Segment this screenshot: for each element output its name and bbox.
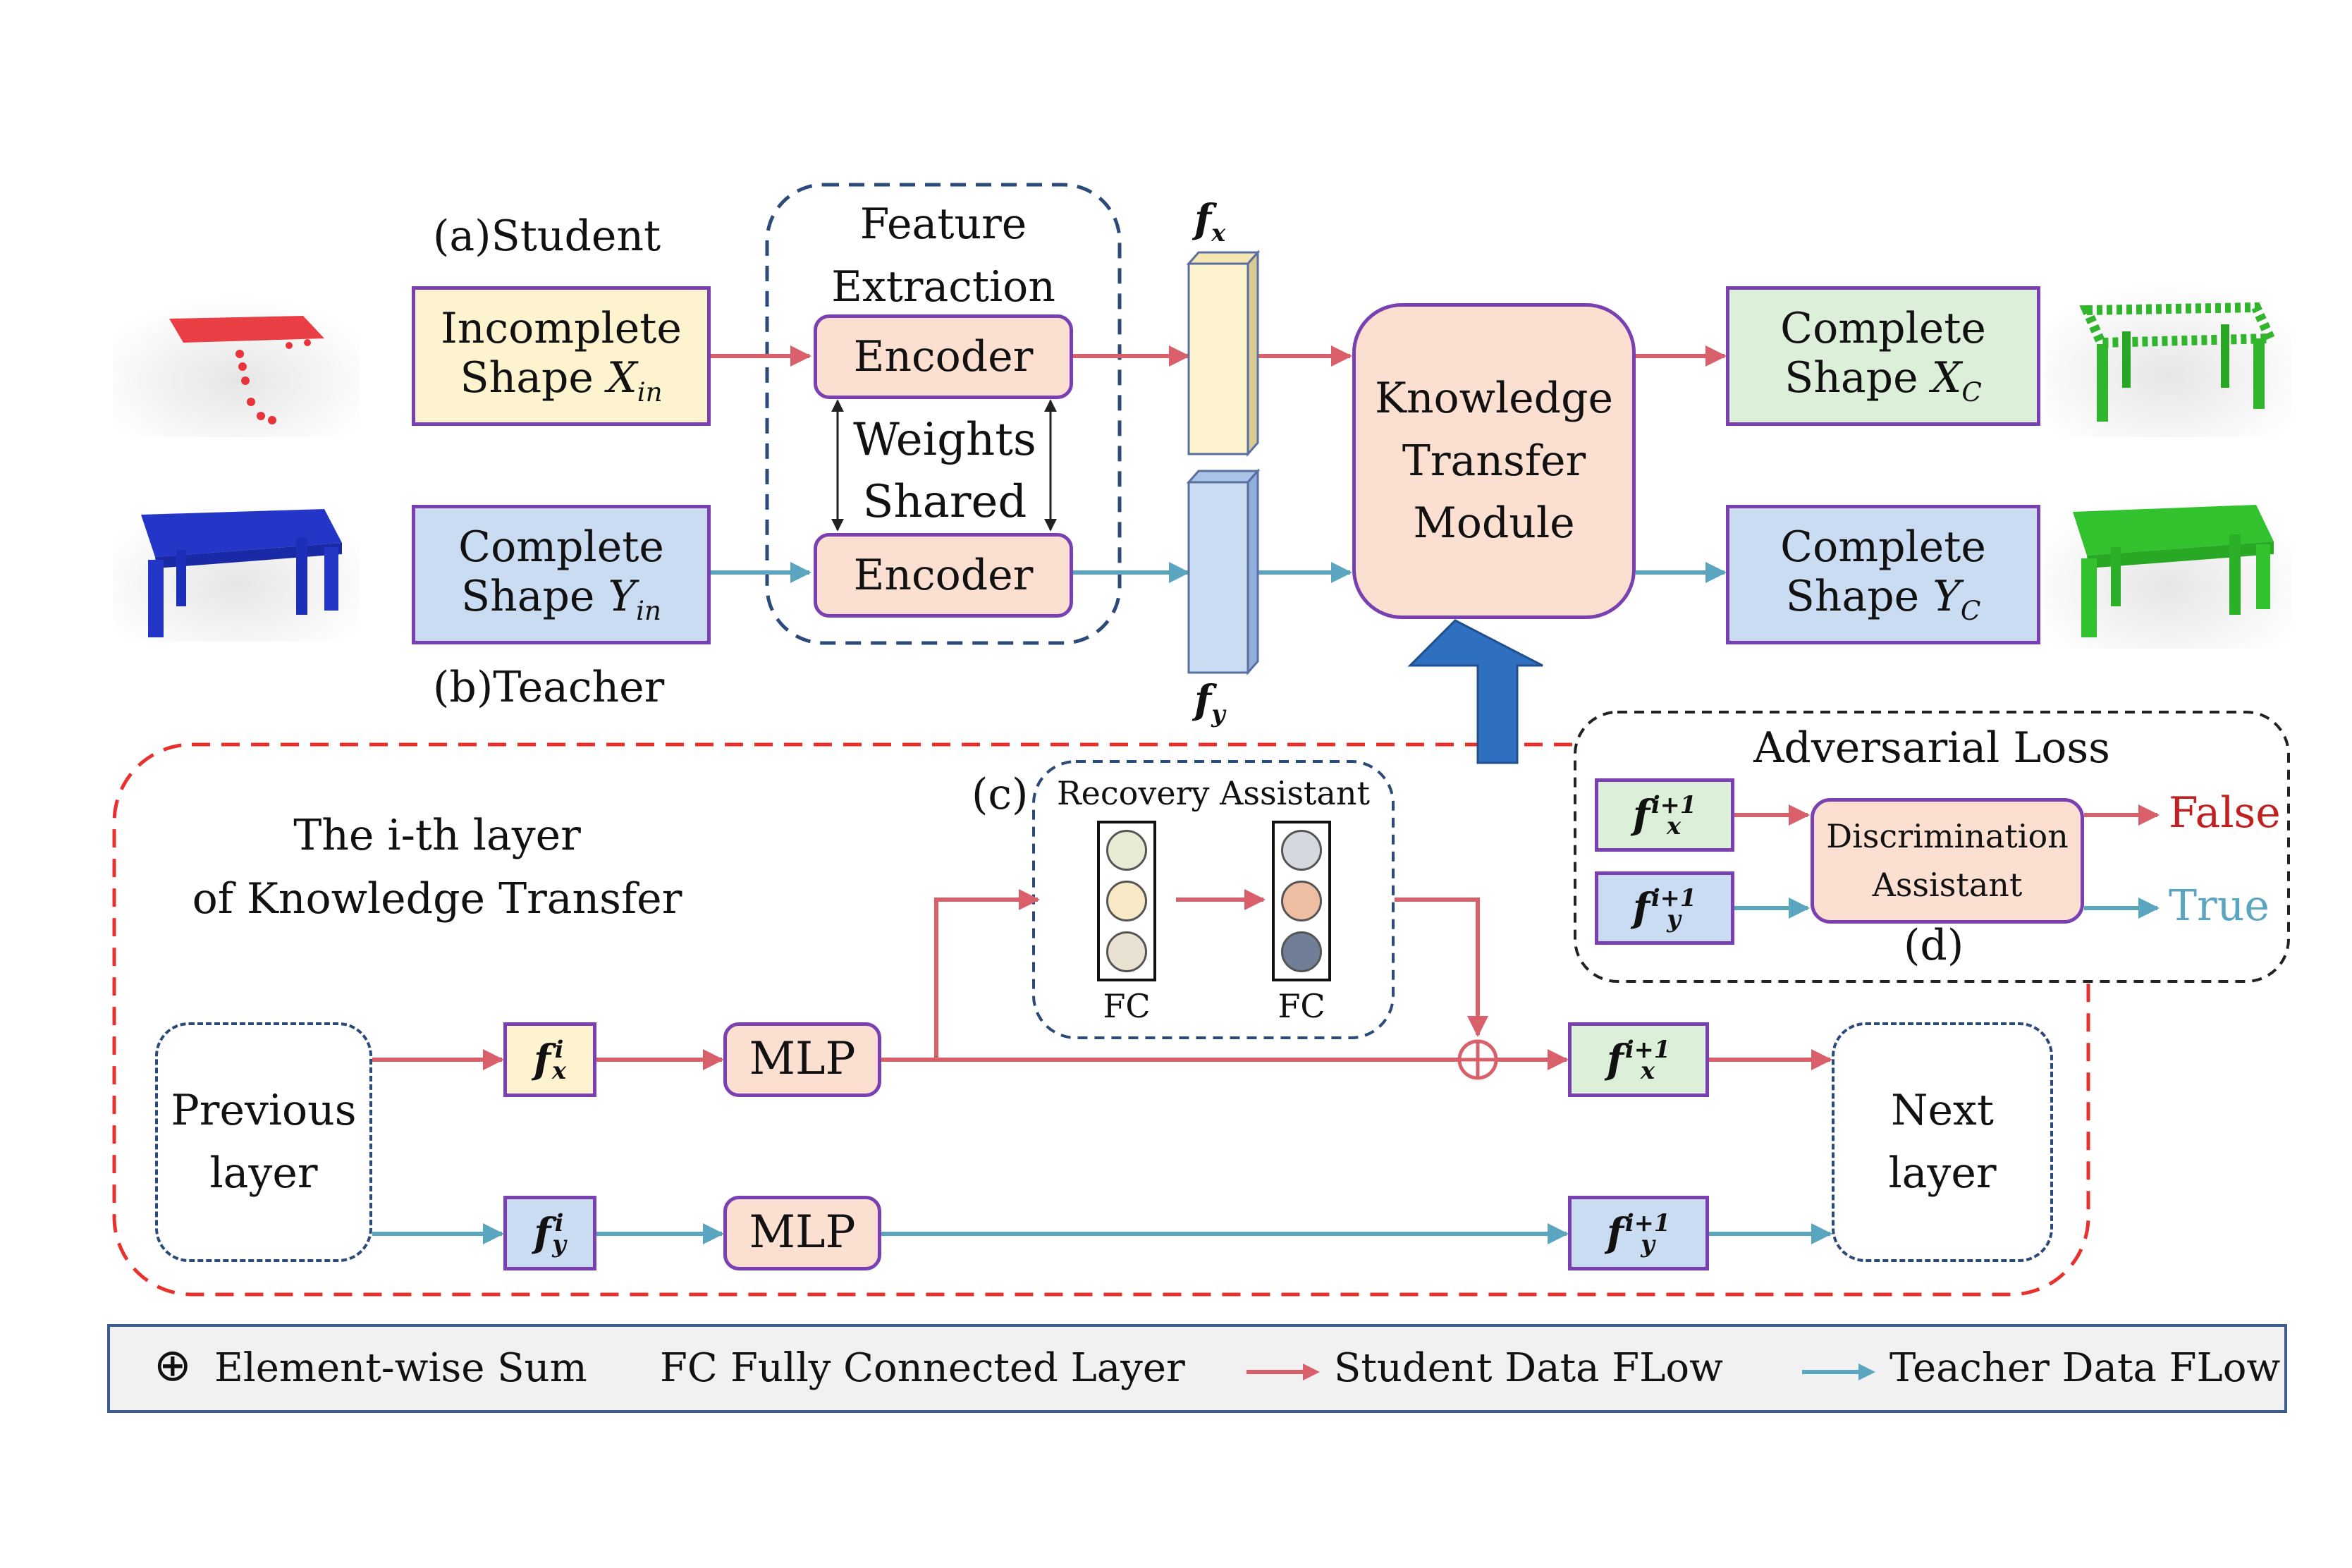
complete-line: Complete [458,522,664,572]
false-label: False [2169,788,2281,838]
fc-legend-text: Fully Connected Layer [730,1345,1185,1391]
complete-line: Complete [1780,303,1986,353]
complete-shape-yin-box: Complete Shape Yin [412,505,711,644]
incomplete-shape-xin-box: Incomplete Shape Xin [412,286,711,426]
shape-xc-line: Shape XC [1784,353,1982,408]
true-label: True [2169,881,2270,931]
ith-layer-region [112,742,2090,1297]
student-flow-legend-icon [1247,1364,1320,1380]
ith-layer-title: The i-th layer of Knowledge Transfer [192,811,682,924]
element-wise-sum-legend-text: Element-wise Sum [214,1345,587,1391]
feature-bar-fx [1186,250,1261,457]
recovery-tag: (c) [972,770,1029,819]
incomplete-line: Incomplete [441,303,682,353]
mlp-bottom-box: MLP [723,1196,881,1270]
complete-line: Complete [1780,522,1986,572]
shape-yc-line: Shape YC [1785,572,1981,627]
fc-left-node-3 [1106,931,1147,972]
knowledge-transfer-module-box: Knowledge Transfer Module [1352,303,1636,619]
next-layer-box: Next layer [1832,1022,2053,1262]
teacher-input-point-cloud-icon [113,501,360,642]
shape-yin-line: Shape Yin [461,572,661,627]
feature-bar-fy [1186,468,1261,675]
fy-label: fy [1194,677,1225,728]
student-input-point-cloud-icon [113,296,360,437]
previous-layer-box: Previous layer [155,1022,372,1262]
discrimination-assistant-box: Discrimination Assistant [1811,798,2084,924]
fc-right-node-1 [1281,830,1322,871]
student-output-point-cloud-icon [2045,282,2291,437]
complete-shape-xc-box: Complete Shape XC [1726,286,2040,426]
weights-shared-label: Weights Shared [853,414,1036,529]
teacher-output-point-cloud-icon [2045,494,2291,649]
element-wise-sum-icon [1457,1039,1498,1080]
fc-left-label: FC [1103,987,1151,1025]
student-flow-legend-text: Student Data FLow [1334,1345,1723,1391]
fc-left-node-2 [1106,881,1147,921]
fc-right-node-2 [1281,881,1322,921]
fc-right-node-3 [1281,931,1322,972]
big-up-arrow-icon [1407,619,1543,764]
student-tag: (a)Student [433,212,661,261]
fc-right-label: FC [1278,987,1325,1025]
complete-shape-yc-box: Complete Shape YC [1726,505,2040,644]
fx-label: fx [1194,196,1226,247]
encoder-bottom-box: Encoder [814,533,1073,618]
mlp-top-box: MLP [723,1022,881,1097]
teacher-tag: (b)Teacher [433,663,665,712]
element-wise-sum-legend-icon: ⊕ [154,1340,192,1392]
shape-xin-line: Shape Xin [460,353,663,408]
fc-left-node-1 [1106,830,1147,871]
encoder-top-box: Encoder [814,314,1073,399]
fc-legend-abbr: FC [660,1345,718,1391]
teacher-flow-legend-icon [1802,1364,1875,1380]
feature-extraction-title: Feature Extraction [831,200,1055,312]
legend-bar: ⊕ Element-wise Sum FC Fully Connected La… [107,1324,2287,1413]
d-tag: (d) [1904,921,1964,970]
teacher-flow-legend-text: Teacher Data FLow [1889,1345,2281,1391]
adversarial-loss-title: Adversarial Loss [1753,723,2110,773]
recovery-assistant-title: Recovery Assistant [1057,774,1370,812]
